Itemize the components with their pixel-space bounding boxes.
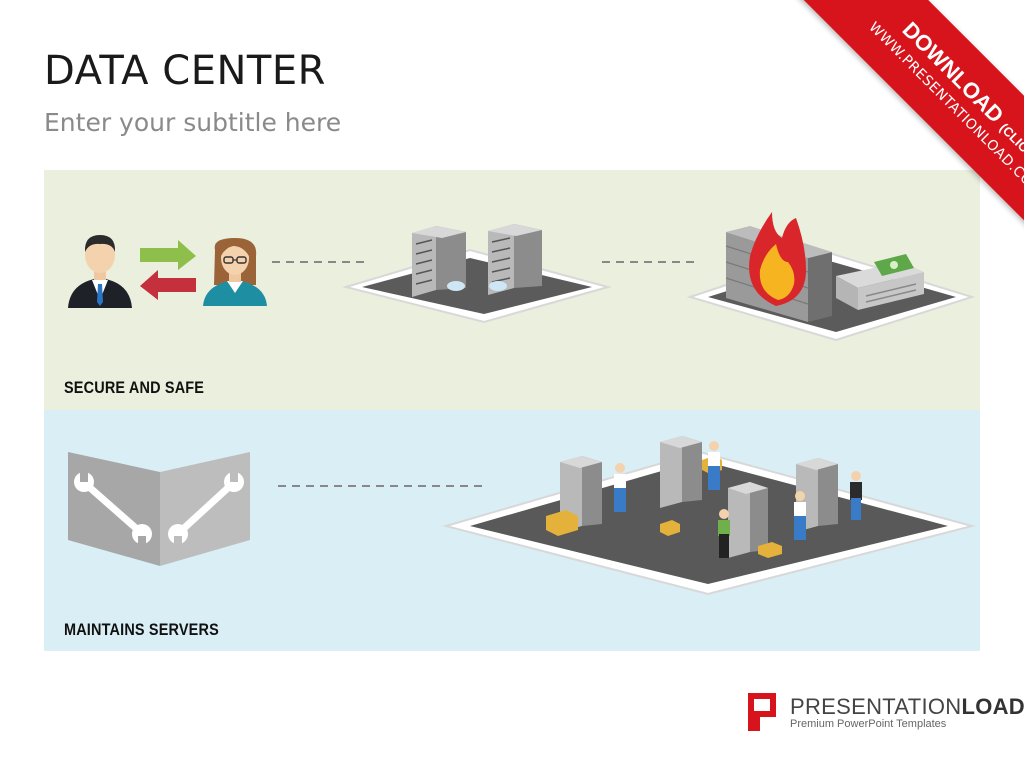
worker-figure bbox=[614, 463, 626, 512]
technician-figure bbox=[718, 509, 730, 558]
download-ribbon[interactable]: DOWNLOAD (CLICK) WWW.PRESENTATIONLOAD.CO… bbox=[745, 0, 1024, 279]
download-ribbon-bar[interactable]: DOWNLOAD (CLICK) WWW.PRESENTATIONLOAD.CO… bbox=[785, 0, 1024, 279]
worker-figure bbox=[794, 491, 806, 540]
section-label-secure: SECURE AND SAFE bbox=[64, 378, 205, 397]
presentationload-logo-icon bbox=[748, 693, 776, 731]
logo-tagline: Premium PowerPoint Templates bbox=[790, 718, 947, 730]
businesswoman-icon bbox=[203, 238, 267, 306]
brand-logo: PRESENTATIONLOAD® Premium PowerPoint Tem… bbox=[744, 688, 1024, 736]
page-title: DATA CENTER bbox=[44, 48, 326, 94]
maintenance-floor-icon bbox=[442, 436, 976, 596]
logo-name-part2: LOAD bbox=[961, 694, 1024, 719]
server-room-icon bbox=[342, 224, 612, 324]
wrench-tools-icon bbox=[68, 452, 250, 566]
logo-name-part1: PRESENTATION bbox=[790, 694, 962, 719]
section-label-maintain: MAINTAINS SERVERS bbox=[64, 620, 219, 639]
manager-figure bbox=[850, 471, 862, 520]
firewall-icon bbox=[686, 212, 976, 342]
businessman-icon bbox=[68, 235, 132, 308]
page-subtitle: Enter your subtitle here bbox=[44, 108, 342, 137]
worker-figure bbox=[708, 441, 720, 490]
exchange-arrows-icon bbox=[140, 240, 196, 300]
